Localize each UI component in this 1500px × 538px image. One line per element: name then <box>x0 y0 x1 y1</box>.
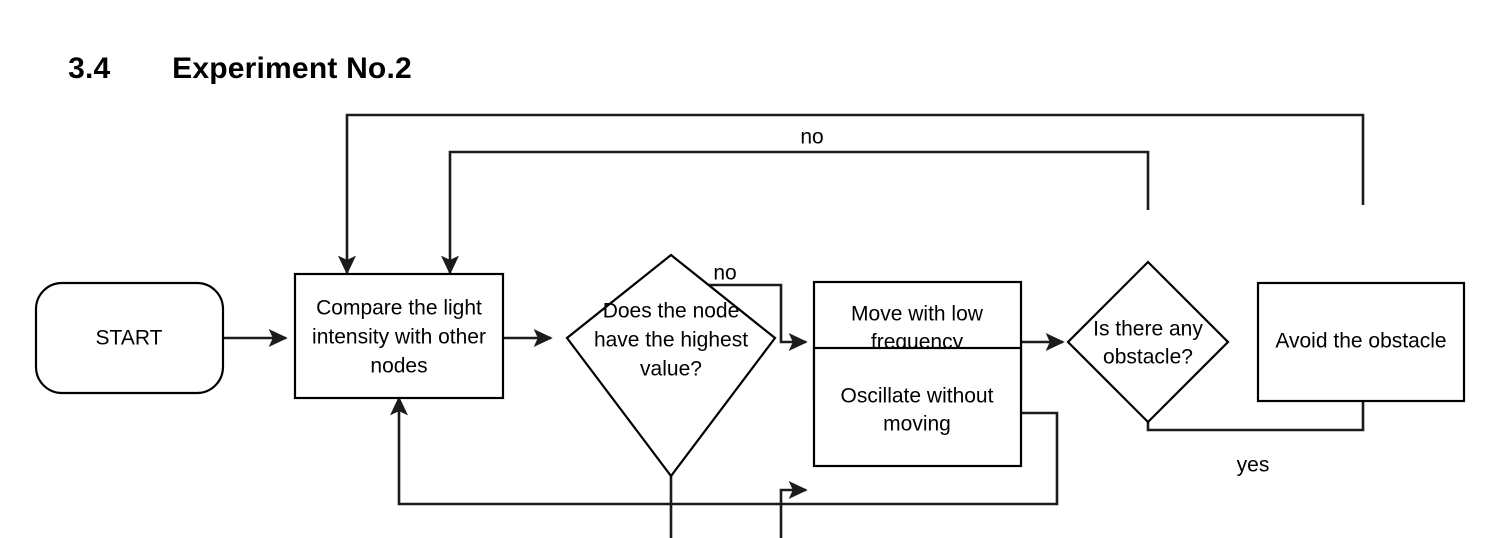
obstacle-decision-line2: obstacle? <box>1103 346 1193 369</box>
node-start[interactable]: START <box>34 281 225 395</box>
compare-label-line3: nodes <box>370 355 427 378</box>
node-compare-light-intensity[interactable]: Compare the light intensity with other n… <box>293 272 505 400</box>
node-highest-value-decision[interactable]: Does the node have the highest value? <box>565 253 777 478</box>
highest-decision-line2: have the highest <box>594 329 748 352</box>
compare-shape <box>293 272 505 400</box>
highest-decision-line1: Does the node <box>603 300 740 323</box>
flowchart-figure: START Compare the light intensity with o… <box>0 80 1500 538</box>
oscillate-label-line2: moving <box>883 413 951 436</box>
compare-label-line1: Compare the light <box>316 297 482 320</box>
start-label: START <box>96 327 163 350</box>
avoid-shape <box>1256 281 1466 403</box>
edge-label-obstacle-yes: yes <box>1237 454 1270 477</box>
highest-decision-shape <box>565 253 777 478</box>
obstacle-decision-line1: Is there any <box>1093 318 1203 341</box>
start-shape <box>34 281 225 395</box>
flowchart-svg: START Compare the light intensity with o… <box>34 113 1466 538</box>
edge-label-obstacle-no: no <box>800 126 823 149</box>
edge-label-highest-no: no <box>713 262 736 285</box>
section-title: Experiment No.2 <box>172 52 412 85</box>
edge-obstacle-top-to-compare <box>440 150 1150 275</box>
node-obstacle-decision[interactable]: Is there any obstacle? <box>1066 260 1230 424</box>
edge-oscillate-to-compare <box>389 396 1059 506</box>
move-label-line1: Move with low <box>851 303 984 326</box>
edge-highest-yes-to-oscillate <box>669 475 808 538</box>
highest-decision-line3: value? <box>640 358 702 381</box>
obstacle-decision-shape <box>1066 260 1230 424</box>
oscillate-shape <box>812 346 1023 468</box>
compare-label-line2: intensity with other <box>312 326 486 349</box>
oscillate-label-line1: Oscillate without <box>841 385 994 408</box>
avoid-label: Avoid the obstacle <box>1275 330 1446 353</box>
node-avoid-obstacle[interactable]: Avoid the obstacle <box>1256 281 1466 403</box>
section-number: 3.4 <box>68 52 111 85</box>
edge-obstacle-no-to-compare <box>337 113 1365 275</box>
page-title: 3.4 Experiment No.2 <box>34 18 412 120</box>
node-oscillate-without-moving[interactable]: Oscillate without moving <box>812 346 1023 468</box>
